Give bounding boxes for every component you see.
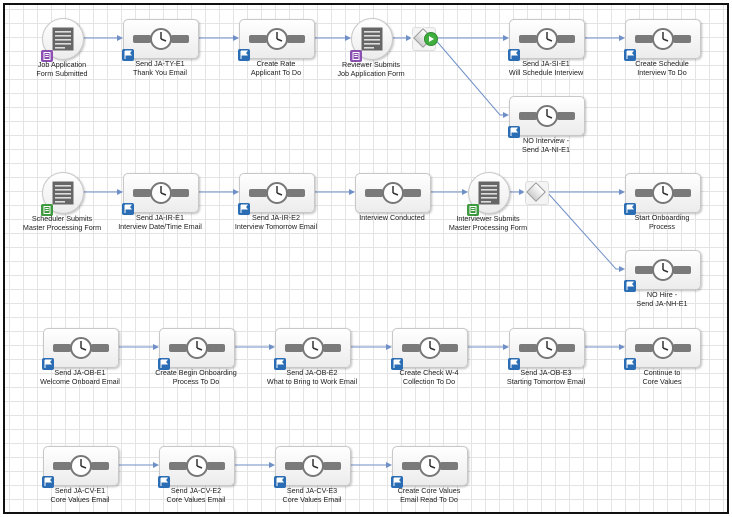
node-label: Send JA-OB-E3 Starting Tomorrow Email	[506, 368, 586, 386]
form-icon	[361, 27, 383, 51]
task-node[interactable]	[238, 19, 315, 61]
flag-icon	[158, 358, 170, 370]
timer-task-icon	[402, 337, 458, 359]
node-label: Send JA-CV-E1 Core Values Email	[50, 486, 110, 504]
task-node[interactable]	[391, 446, 468, 488]
form-node[interactable]	[41, 172, 84, 216]
flag-icon	[624, 358, 636, 370]
node-label: Send JA-TY-E1 Thank You Email	[133, 59, 187, 77]
task-node[interactable]	[42, 328, 119, 370]
timer-task-icon	[635, 28, 691, 50]
play-arrow-icon	[424, 32, 438, 46]
form-node[interactable]	[41, 18, 84, 62]
flag-icon	[238, 203, 250, 215]
node-label: Interviewer Submits Master Processing Fo…	[448, 214, 528, 232]
task-node[interactable]	[274, 328, 351, 370]
node-label: Reviewer Submits Job Application Form	[337, 60, 405, 78]
form-badge-icon	[41, 204, 53, 216]
node-label: Send JA-CV-E3 Core Values Email	[282, 486, 342, 504]
node-label: Create Check W-4 Collection To Do	[399, 368, 459, 386]
node-label: Interview Conducted	[359, 213, 425, 222]
node-label: Job Application Form Submitted	[36, 60, 88, 78]
timer-task-icon	[53, 337, 109, 359]
timer-task-icon	[635, 259, 691, 281]
form-icon	[52, 27, 74, 51]
edges-layer	[82, 35, 625, 468]
flag-icon	[42, 358, 54, 370]
node-label: NO Hire - Send JA-NH-E1	[636, 290, 688, 308]
task-node[interactable]	[122, 19, 199, 61]
flag-icon	[624, 203, 636, 215]
timer-task-icon	[519, 337, 575, 359]
flag-icon	[391, 358, 403, 370]
node-label: Send JA-CV-E2 Core Values Email	[166, 486, 226, 504]
flag-icon	[122, 203, 134, 215]
form-node[interactable]	[467, 172, 510, 216]
timer-task-icon	[635, 182, 691, 204]
task-node[interactable]	[508, 96, 585, 138]
timer-task-icon	[635, 337, 691, 359]
timer-task-icon	[133, 28, 189, 50]
flag-icon	[238, 49, 250, 61]
node-label: Send JA-IR-E2 Interview Tomorrow Email	[234, 213, 318, 231]
node-label: Send JA-OB-E2 What to Bring to Work Emai…	[266, 368, 358, 386]
node-label: Create Schedule Interview To Do	[635, 59, 689, 77]
task-node[interactable]	[158, 328, 235, 370]
task-node[interactable]	[624, 173, 701, 215]
task-node[interactable]	[391, 328, 468, 370]
timer-task-icon	[285, 455, 341, 477]
timer-task-icon	[519, 105, 575, 127]
form-icon	[478, 181, 500, 205]
node-label: Send JA-SI-E1 Will Schedule Interview	[508, 59, 584, 77]
node-label: Send JA-IR-E1 Interview Date/Time Email	[118, 213, 202, 231]
timer-task-icon	[402, 455, 458, 477]
flag-icon	[122, 49, 134, 61]
timer-task-icon	[285, 337, 341, 359]
timer-task-icon	[519, 28, 575, 50]
task-node[interactable]	[624, 328, 701, 370]
node-label: Create Begin Onboarding Process To Do	[155, 368, 237, 386]
node-label: Scheduler Submits Master Processing Form	[22, 214, 102, 232]
node-label: Send JA-OB-E1 Welcome Onboard Email	[40, 368, 120, 386]
task-node[interactable]	[508, 19, 585, 61]
task-node[interactable]	[122, 173, 199, 215]
form-node[interactable]	[350, 18, 393, 62]
workflow-canvas: Job Application Form Submitted Send JA-TY…	[3, 3, 729, 514]
form-icon	[52, 181, 74, 205]
task-node[interactable]	[624, 19, 701, 61]
form-badge-icon	[467, 204, 479, 216]
flag-icon	[508, 49, 520, 61]
task-node[interactable]	[508, 328, 585, 370]
flag-icon	[391, 476, 403, 488]
timer-task-icon	[249, 28, 305, 50]
flag-icon	[624, 280, 636, 292]
task-node[interactable]	[42, 446, 119, 488]
timer-task-icon	[249, 182, 305, 204]
node-label: NO Interview - Send JA-NI-E1	[522, 136, 570, 154]
node-label: Start Onboarding Process	[634, 213, 690, 231]
flag-icon	[508, 126, 520, 138]
flag-icon	[158, 476, 170, 488]
timer-task-icon	[169, 455, 225, 477]
timer-task-icon	[53, 455, 109, 477]
node-label: Continue to Core Values	[642, 368, 682, 386]
task-node[interactable]	[355, 173, 431, 213]
form-badge-icon	[350, 50, 362, 62]
node-label: Create Core Values Email Read To Do	[397, 486, 461, 504]
flag-icon	[624, 49, 636, 61]
node-label: Create Rate Applicant To Do	[250, 59, 302, 77]
task-node[interactable]	[624, 250, 701, 292]
timer-task-icon	[133, 182, 189, 204]
task-node[interactable]	[158, 446, 235, 488]
timer-task-icon	[169, 337, 225, 359]
flag-icon	[508, 358, 520, 370]
flag-icon	[274, 476, 286, 488]
task-node[interactable]	[238, 173, 315, 215]
form-badge-icon	[41, 50, 53, 62]
flag-icon	[42, 476, 54, 488]
task-node[interactable]	[274, 446, 351, 488]
flag-icon	[274, 358, 286, 370]
timer-task-icon	[365, 182, 421, 204]
